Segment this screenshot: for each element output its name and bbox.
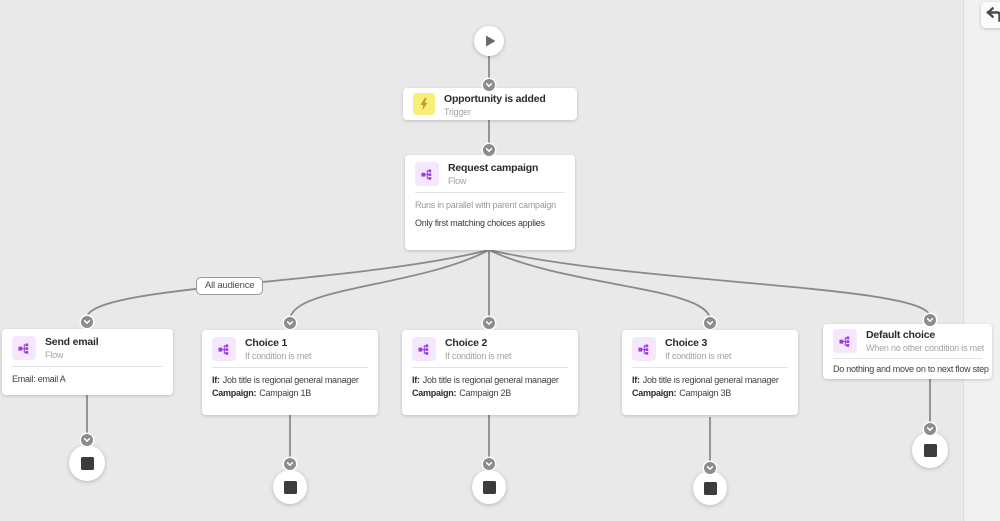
chevron-down-connector-icon (483, 317, 495, 329)
node-subtitle: Trigger (444, 107, 471, 117)
node-card-request-campaign[interactable]: Request campaign Flow Runs in parallel w… (405, 155, 575, 250)
node-subtitle: If condition is met (245, 351, 312, 361)
node-subtitle: If condition is met (665, 351, 732, 361)
node-body-line: Campaign:Campaign 3B (632, 388, 732, 398)
node-title: Choice 3 (665, 337, 708, 349)
node-card-choice-3[interactable]: Choice 3 If condition is met If:Job titl… (622, 330, 798, 415)
play-icon (486, 35, 496, 47)
node-body-line: If:Job title is regional general manager (212, 375, 359, 385)
undo-button[interactable] (981, 2, 1000, 28)
edge-path (289, 249, 490, 321)
node-body-line: Campaign:Campaign 2B (412, 388, 512, 398)
node-title: Opportunity is added (444, 93, 546, 105)
chevron-down-connector-icon (81, 434, 93, 446)
divider (12, 366, 163, 367)
edge-label-all-audience[interactable]: All audience (196, 277, 264, 295)
end-node[interactable] (273, 470, 307, 504)
flow-branch-icon (212, 337, 236, 361)
chevron-down-connector-icon (81, 316, 93, 328)
start-node[interactable] (474, 26, 504, 56)
node-note-muted: Runs in parallel with parent campaign (415, 200, 556, 210)
lightning-icon (413, 93, 435, 115)
node-title: Choice 2 (445, 337, 488, 349)
end-node[interactable] (693, 471, 727, 505)
flow-branch-icon (833, 329, 857, 353)
stop-icon (283, 480, 297, 494)
divider (415, 192, 565, 193)
node-title: Choice 1 (245, 337, 288, 349)
node-title: Request campaign (448, 162, 539, 174)
node-subtitle: Flow (448, 176, 467, 186)
chevron-down-connector-icon (704, 317, 716, 329)
end-node[interactable] (69, 445, 105, 481)
flow-branch-icon (12, 336, 36, 360)
divider (833, 358, 982, 359)
divider (632, 367, 788, 368)
node-card-choice-1[interactable]: Choice 1 If condition is met If:Job titl… (202, 330, 378, 415)
chevron-down-connector-icon (483, 458, 495, 470)
undo-arrow-icon (986, 6, 1000, 22)
node-body-line: If:Job title is regional general manager (412, 375, 559, 385)
chevron-down-connector-icon (924, 314, 936, 326)
divider (212, 367, 368, 368)
right-panel-edge (963, 0, 1000, 521)
node-card-send-email[interactable]: Send email Flow Email: email A (2, 329, 173, 395)
node-body-line: Campaign:Campaign 1B (212, 388, 312, 398)
chevron-down-connector-icon (284, 458, 296, 470)
stop-icon (80, 456, 94, 470)
stop-icon (703, 481, 717, 495)
chevron-down-connector-icon (284, 317, 296, 329)
divider (412, 367, 568, 368)
stop-icon (923, 443, 937, 457)
node-subtitle: Flow (45, 350, 64, 360)
flow-branch-icon (412, 337, 436, 361)
flow-branch-icon (415, 162, 439, 186)
chevron-down-connector-icon (483, 79, 495, 91)
node-body-line: Email: email A (12, 374, 66, 384)
node-title: Send email (45, 336, 99, 348)
node-body-line: Do nothing and move on to next flow step (833, 364, 989, 374)
node-note-strong: Only first matching choices applies (415, 218, 545, 228)
edge-path (488, 249, 711, 321)
node-card-choice-2[interactable]: Choice 2 If condition is met If:Job titl… (402, 330, 578, 415)
flow-branch-icon (632, 337, 656, 361)
end-node[interactable] (912, 432, 948, 468)
chevron-down-connector-icon (704, 462, 716, 474)
chevron-down-connector-icon (924, 423, 936, 435)
node-subtitle: If condition is met (445, 351, 512, 361)
node-title: Default choice (866, 329, 935, 341)
node-card-trigger[interactable]: Opportunity is added Trigger (403, 88, 577, 120)
node-body-line: If:Job title is regional general manager (632, 375, 779, 385)
edge-path (86, 249, 490, 319)
chevron-down-connector-icon (483, 144, 495, 156)
stop-icon (482, 480, 496, 494)
node-card-default-choice[interactable]: Default choice When no other condition i… (823, 324, 992, 379)
edge-path (488, 249, 931, 318)
node-subtitle: When no other condition is met (866, 343, 985, 353)
end-node[interactable] (472, 470, 506, 504)
